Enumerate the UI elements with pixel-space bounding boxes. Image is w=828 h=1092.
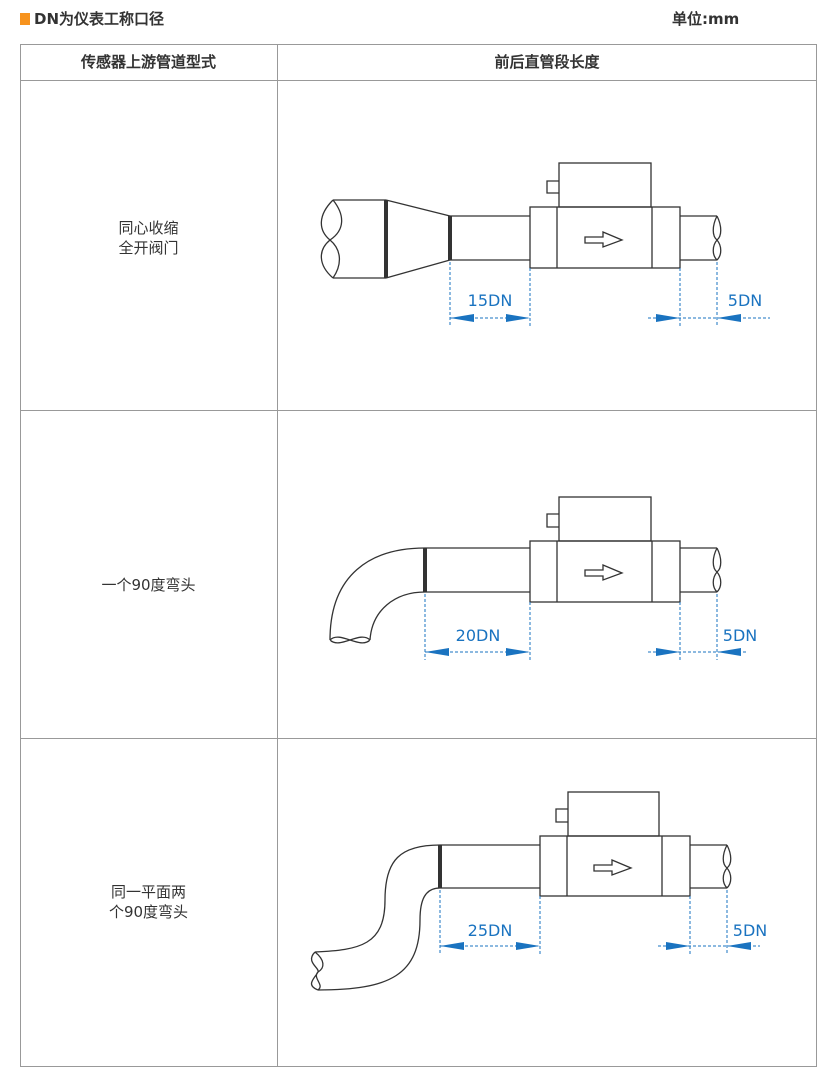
pipe-type-line: 个90度弯头 bbox=[108, 903, 189, 921]
column-header-straight-length: 前后直管段长度 bbox=[494, 53, 600, 71]
pipe-type-line: 同心收缩 bbox=[118, 219, 179, 237]
dimension-lines-3 bbox=[439, 890, 760, 955]
pipe-type-line: 同一平面两 bbox=[110, 883, 186, 901]
unit-label: 单位:mm bbox=[672, 10, 740, 28]
diagram-reducer bbox=[320, 162, 722, 279]
arrowheads-1 bbox=[450, 314, 741, 322]
diagram-single-elbow bbox=[329, 496, 722, 644]
pipe-type-line: 全开阀门 bbox=[118, 239, 179, 257]
column-header-pipe-type: 传感器上游管道型式 bbox=[80, 53, 216, 71]
pipe-type-cell: 同一平面两 个90度弯头 bbox=[20, 882, 277, 922]
upstream-length: 25DN bbox=[468, 921, 513, 940]
note-title: DN为仪表工称口径 bbox=[20, 8, 164, 29]
diagram-double-elbow bbox=[310, 791, 732, 991]
table-grid bbox=[20, 44, 817, 1067]
dimension-lines-1 bbox=[449, 262, 770, 327]
pipe-type-cell: 同心收缩 全开阀门 bbox=[20, 218, 277, 258]
pipe-type-cell: 一个90度弯头 bbox=[20, 575, 277, 595]
arrowheads-3 bbox=[440, 942, 751, 950]
downstream-length: 5DN bbox=[728, 291, 762, 310]
downstream-length: 5DN bbox=[723, 626, 757, 645]
upstream-length: 20DN bbox=[456, 626, 501, 645]
upstream-length: 15DN bbox=[468, 291, 513, 310]
orange-square-icon bbox=[20, 12, 30, 25]
note-text: DN为仪表工称口径 bbox=[34, 10, 165, 28]
pipe-type-line: 一个90度弯头 bbox=[101, 576, 196, 594]
dimension-lines-2 bbox=[424, 594, 748, 660]
arrowheads-2 bbox=[425, 648, 741, 656]
downstream-length: 5DN bbox=[733, 921, 767, 940]
